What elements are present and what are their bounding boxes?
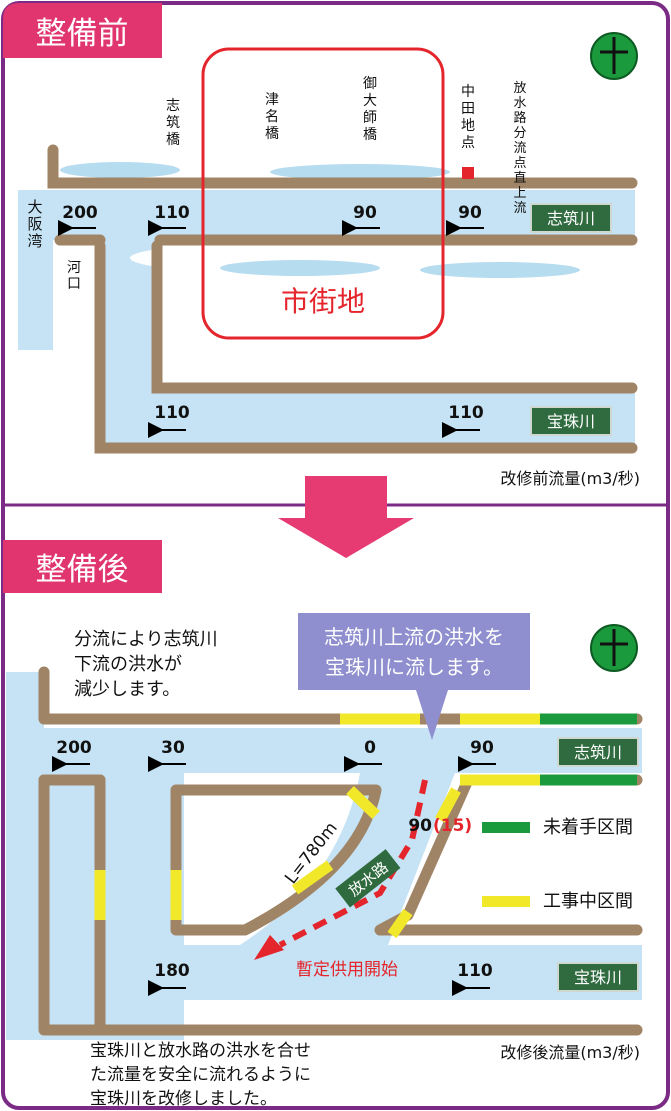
svg-text:放水路分流点直上流: 放水路分流点直上流	[513, 81, 526, 216]
flow-arrows-after	[52, 756, 496, 996]
callout-line-1: 志筑川上流の洪水を	[324, 625, 504, 649]
legend-swatch-unstarted	[482, 822, 530, 833]
river-mouth-label: 河口	[63, 256, 85, 296]
construction-segments	[94, 713, 540, 939]
transition-arrow-icon	[278, 476, 414, 558]
flow-takara-up-before: 110	[448, 403, 484, 423]
flow-takara-low-before: 110	[154, 403, 190, 423]
shizuki-river-name: 志筑川	[547, 209, 595, 228]
legend-label-unstarted: 未着手区間	[543, 817, 633, 838]
nakata-point-marker	[462, 167, 474, 179]
osaka-bay-water	[18, 190, 53, 350]
callout-line-2: 宝珠川に流します。	[325, 655, 503, 679]
svg-text:河口: 河口	[67, 260, 81, 292]
flow-mouth-after: 200	[56, 738, 92, 758]
callout-bubble	[298, 613, 530, 740]
note-bottom-line-1: 宝珠川と放水路の洪水を合せ	[90, 1041, 311, 1061]
takara-river-sign-after	[557, 962, 639, 992]
flow-mouth-before: 200	[62, 203, 98, 223]
flow-arrows-before	[58, 220, 484, 438]
shizuki-river-sign-after	[557, 737, 639, 767]
legend-label-construction: 工事中区間	[543, 891, 633, 912]
provisional-label: 暫定供用開始	[296, 960, 398, 980]
caption-before: 改修前流量(m3/秒)	[500, 469, 640, 488]
flow-shizuki-low-before: 110	[154, 203, 190, 223]
bridge-label-shizuki: 志筑橋	[166, 98, 180, 148]
after-header: 整備後	[36, 552, 129, 588]
legend-swatch-construction	[482, 896, 530, 907]
bridge-label-tsuna: 津名橋	[265, 92, 279, 142]
flow-takara-low-after: 180	[154, 961, 190, 981]
flow-shizuki-up-after: 90	[470, 738, 494, 758]
takara-river-sign	[530, 406, 612, 436]
before-header: 整備前	[36, 16, 129, 52]
flow-takara-up-after: 110	[457, 961, 493, 981]
note-bottom-line-2: た流量を安全に流れるように	[90, 1065, 311, 1085]
legend: 未着手区間 工事中区間	[482, 817, 633, 912]
note-bottom: 宝珠川と放水路の洪水を合せ た流量を安全に流れるように 宝珠川を改修しました。	[90, 1041, 311, 1109]
shizuki-river-sign	[530, 203, 612, 233]
svg-text:大阪湾: 大阪湾	[27, 198, 42, 250]
note-left-line-1: 分流により志筑川	[74, 629, 218, 650]
bay-label: 大阪湾	[27, 198, 42, 250]
svg-text:津名橋: 津名橋	[265, 92, 279, 142]
takara-river-after	[44, 945, 642, 1000]
nakata-point-label: 中田地点	[461, 84, 475, 151]
diversion-note: 放水路分流点直上流	[513, 81, 526, 216]
flow-shizuki-low-after: 30	[161, 738, 185, 758]
takara-river-name-after: 宝珠川	[574, 968, 622, 987]
after-section: 整備後	[3, 540, 643, 1109]
north-symbol-after-icon	[590, 624, 638, 672]
levees-before	[47, 144, 638, 454]
note-left: 分流により志筑川 下流の洪水が 減少します。	[74, 629, 218, 700]
before-section: 整備前 大阪湾	[3, 3, 640, 488]
unstarted-segments	[540, 713, 637, 786]
flow-diversion-provisional: (15)	[433, 816, 472, 836]
north-symbol-icon	[590, 32, 638, 80]
flow-values-after: 200 30 0 90 180 110 90 (15)	[56, 738, 494, 981]
caption-after: 改修後流量(m3/秒)	[500, 1043, 640, 1062]
takara-river-name: 宝珠川	[547, 412, 595, 431]
flow-shizuki-up-before: 90	[458, 203, 482, 223]
note-bottom-line-3: 宝珠川を改修しました。	[90, 1089, 277, 1109]
shizuki-river-after	[44, 728, 642, 773]
svg-text:志筑橋: 志筑橋	[166, 98, 180, 148]
bridge-label-odaishi: 御大師橋	[363, 76, 377, 143]
urban-area-label: 市街地	[281, 285, 365, 318]
flow-diversion: 90	[408, 816, 432, 836]
flow-shizuki-mid-before: 90	[353, 203, 377, 223]
urban-area-box	[201, 47, 445, 340]
after-header-bg	[3, 540, 162, 593]
shizuki-river-name-after: 志筑川	[574, 743, 622, 762]
flow-values-before: 200 110 90 90 110 110	[62, 203, 484, 423]
flow-shizuki-mid-after: 0	[364, 738, 376, 758]
note-left-line-2: 下流の洪水が	[74, 654, 182, 675]
svg-text:中田地点: 中田地点	[461, 84, 475, 151]
svg-text:御大師橋: 御大師橋	[363, 76, 377, 143]
note-left-line-3: 減少します。	[74, 679, 180, 700]
provisional-arrow-icon	[254, 935, 284, 960]
before-header-bg	[3, 3, 162, 58]
